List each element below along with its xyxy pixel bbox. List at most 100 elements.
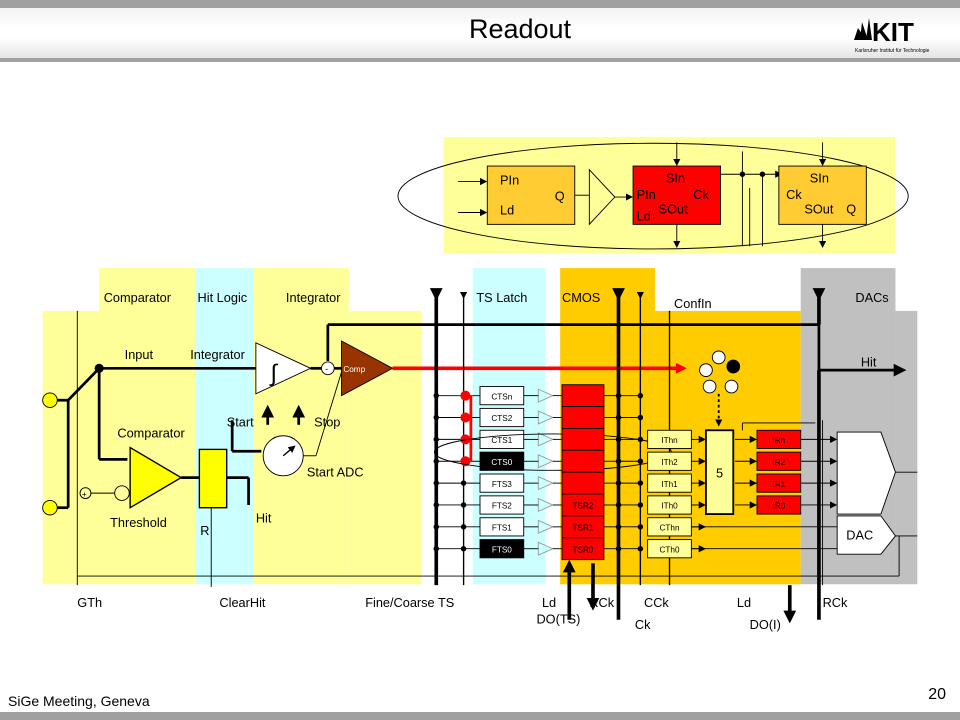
integrator-triangle bbox=[255, 342, 312, 395]
label-threshold: Threshold bbox=[110, 515, 167, 530]
label-rck-1: RCk bbox=[589, 595, 614, 610]
inset-buffer bbox=[588, 168, 616, 226]
threshold-source bbox=[114, 485, 130, 501]
section-labels: Comparator Hit Logic Integrator TS Latch… bbox=[104, 290, 889, 311]
comp-triangle bbox=[341, 340, 394, 397]
ith-cell: CThn bbox=[647, 517, 838, 537]
ith-cell: ITh2 bbox=[647, 451, 706, 471]
ith-cell-label: ITh0 bbox=[661, 502, 678, 511]
label-r: R bbox=[200, 523, 209, 538]
inset-reg3-sin: SIn bbox=[810, 170, 829, 185]
inset-reg3-sout: SOut bbox=[804, 201, 834, 216]
footer-text: SiGe Meeting, Geneva bbox=[8, 693, 150, 709]
kit-logo-subtext: Karlsruher Institut für Technologie bbox=[855, 48, 930, 54]
tsr-cell-label: TSR1 bbox=[572, 523, 593, 532]
title-bar bbox=[0, 0, 960, 64]
label-ld-2: Ld bbox=[737, 595, 751, 610]
dac-lower bbox=[836, 515, 897, 555]
page-number: 20 bbox=[928, 686, 946, 703]
dac-block: DAC bbox=[836, 431, 918, 555]
ts-cell: CTS0 bbox=[433, 451, 563, 471]
ith-cell-label: ITh2 bbox=[661, 458, 678, 467]
label-rck-2: RCk bbox=[823, 595, 848, 610]
inset-reg2-pin: PIn bbox=[637, 187, 656, 202]
tsr-cell bbox=[561, 449, 644, 473]
title-band bbox=[0, 8, 960, 58]
comparator-triangle bbox=[129, 446, 183, 509]
label-cck: CCk bbox=[644, 595, 669, 610]
ts-cell-label: FTS0 bbox=[492, 545, 512, 554]
ith-cell: CTh0 bbox=[647, 539, 838, 559]
ts-cell-label: CTSn bbox=[491, 392, 512, 401]
bottom-signal-labels: GTh ClearHit Fine/Coarse TS Ld RCk DO(TS… bbox=[77, 595, 848, 632]
ir-cell-label: IR2 bbox=[772, 458, 785, 467]
dac-label: DAC bbox=[846, 528, 873, 543]
label-ts-latch: TS Latch bbox=[476, 290, 527, 305]
ts-cell: CTSn bbox=[433, 386, 563, 406]
ith-cell-label: CTh0 bbox=[659, 545, 679, 554]
ts-cell: FTS2 bbox=[433, 495, 563, 515]
kit-logo: KIT Karlsruher Institut für Technologie bbox=[854, 17, 930, 54]
ts-cell: FTS0 bbox=[433, 539, 563, 559]
ir-cell: IR2 bbox=[735, 451, 838, 471]
hit-logic-box bbox=[198, 448, 228, 509]
ir-cell-label: IRn bbox=[772, 436, 785, 445]
inset-reg1-q: Q bbox=[555, 189, 565, 204]
dac-upper bbox=[836, 431, 896, 515]
label-hit-local: Hit bbox=[256, 510, 272, 525]
ir-cell-label: IR0 bbox=[772, 502, 785, 511]
ith-cell: ITh0 bbox=[647, 495, 706, 515]
inset-register-3 bbox=[778, 165, 867, 225]
threshold-pad bbox=[42, 499, 58, 516]
ts-cell: CTS2 bbox=[433, 407, 563, 428]
selector-node-4 bbox=[724, 379, 739, 394]
tsr-cell-label: TSR2 bbox=[572, 502, 593, 511]
ir-cell: IR1 bbox=[735, 473, 838, 493]
ts-cell-label: FTS1 bbox=[492, 523, 512, 532]
inset-ellipse bbox=[397, 142, 909, 250]
kit-logo-text: KIT bbox=[872, 17, 914, 47]
title-bar-bottom-edge bbox=[0, 58, 960, 62]
label-gth: GTh bbox=[77, 595, 102, 610]
title-bar-top-edge bbox=[0, 0, 960, 8]
bottom-edge bbox=[0, 712, 960, 720]
input-pad bbox=[42, 392, 58, 408]
minus-sign: - bbox=[325, 364, 328, 374]
label-start: Start bbox=[227, 415, 254, 430]
integrator-symbol: ∫ bbox=[268, 361, 278, 387]
ts-cell-label: CTS0 bbox=[491, 458, 512, 467]
inset-reg2-ck: Ck bbox=[693, 187, 709, 202]
label-cmos: CMOS bbox=[562, 290, 600, 305]
inset-reg3-ck: Ck bbox=[786, 187, 802, 202]
comp-label: Comp bbox=[343, 365, 365, 374]
ith-cell: ITh1 bbox=[647, 473, 706, 493]
selector-node-2 bbox=[699, 363, 713, 377]
inset-reg2-sin: SIn bbox=[666, 170, 685, 185]
ith-cell-label: IThn bbox=[661, 436, 678, 445]
inset-reg1-ld: Ld bbox=[500, 202, 514, 217]
inset-reg3-q: Q bbox=[846, 201, 856, 216]
ts-cell: FTS1 bbox=[433, 517, 563, 537]
label-dacs: DACs bbox=[855, 290, 888, 305]
mux-selector: 5 bbox=[699, 350, 741, 515]
label-integrator: Integrator bbox=[190, 347, 245, 362]
inset-reg1-pin: PIn bbox=[500, 172, 519, 187]
selector-node-0 bbox=[711, 350, 726, 365]
tsr-cell bbox=[561, 427, 644, 451]
label-comparator: Comparator bbox=[117, 426, 185, 441]
tsr-cell-label: TSR0 bbox=[572, 545, 593, 554]
label-doi: DO(I) bbox=[750, 617, 781, 632]
label-confin: ConfIn bbox=[674, 296, 712, 311]
tsr-cell: TSR0 bbox=[561, 537, 644, 561]
label-ck: Ck bbox=[635, 617, 651, 632]
label-input: Input bbox=[125, 347, 154, 362]
inset-reg2-sout: SOut bbox=[659, 201, 689, 216]
label-comparator-section: Comparator bbox=[104, 290, 172, 305]
label-dots: DO(TS) bbox=[536, 611, 580, 626]
mux-label: 5 bbox=[716, 466, 723, 481]
mux-box bbox=[705, 429, 735, 515]
ith-cell-label: ITh1 bbox=[661, 480, 678, 489]
